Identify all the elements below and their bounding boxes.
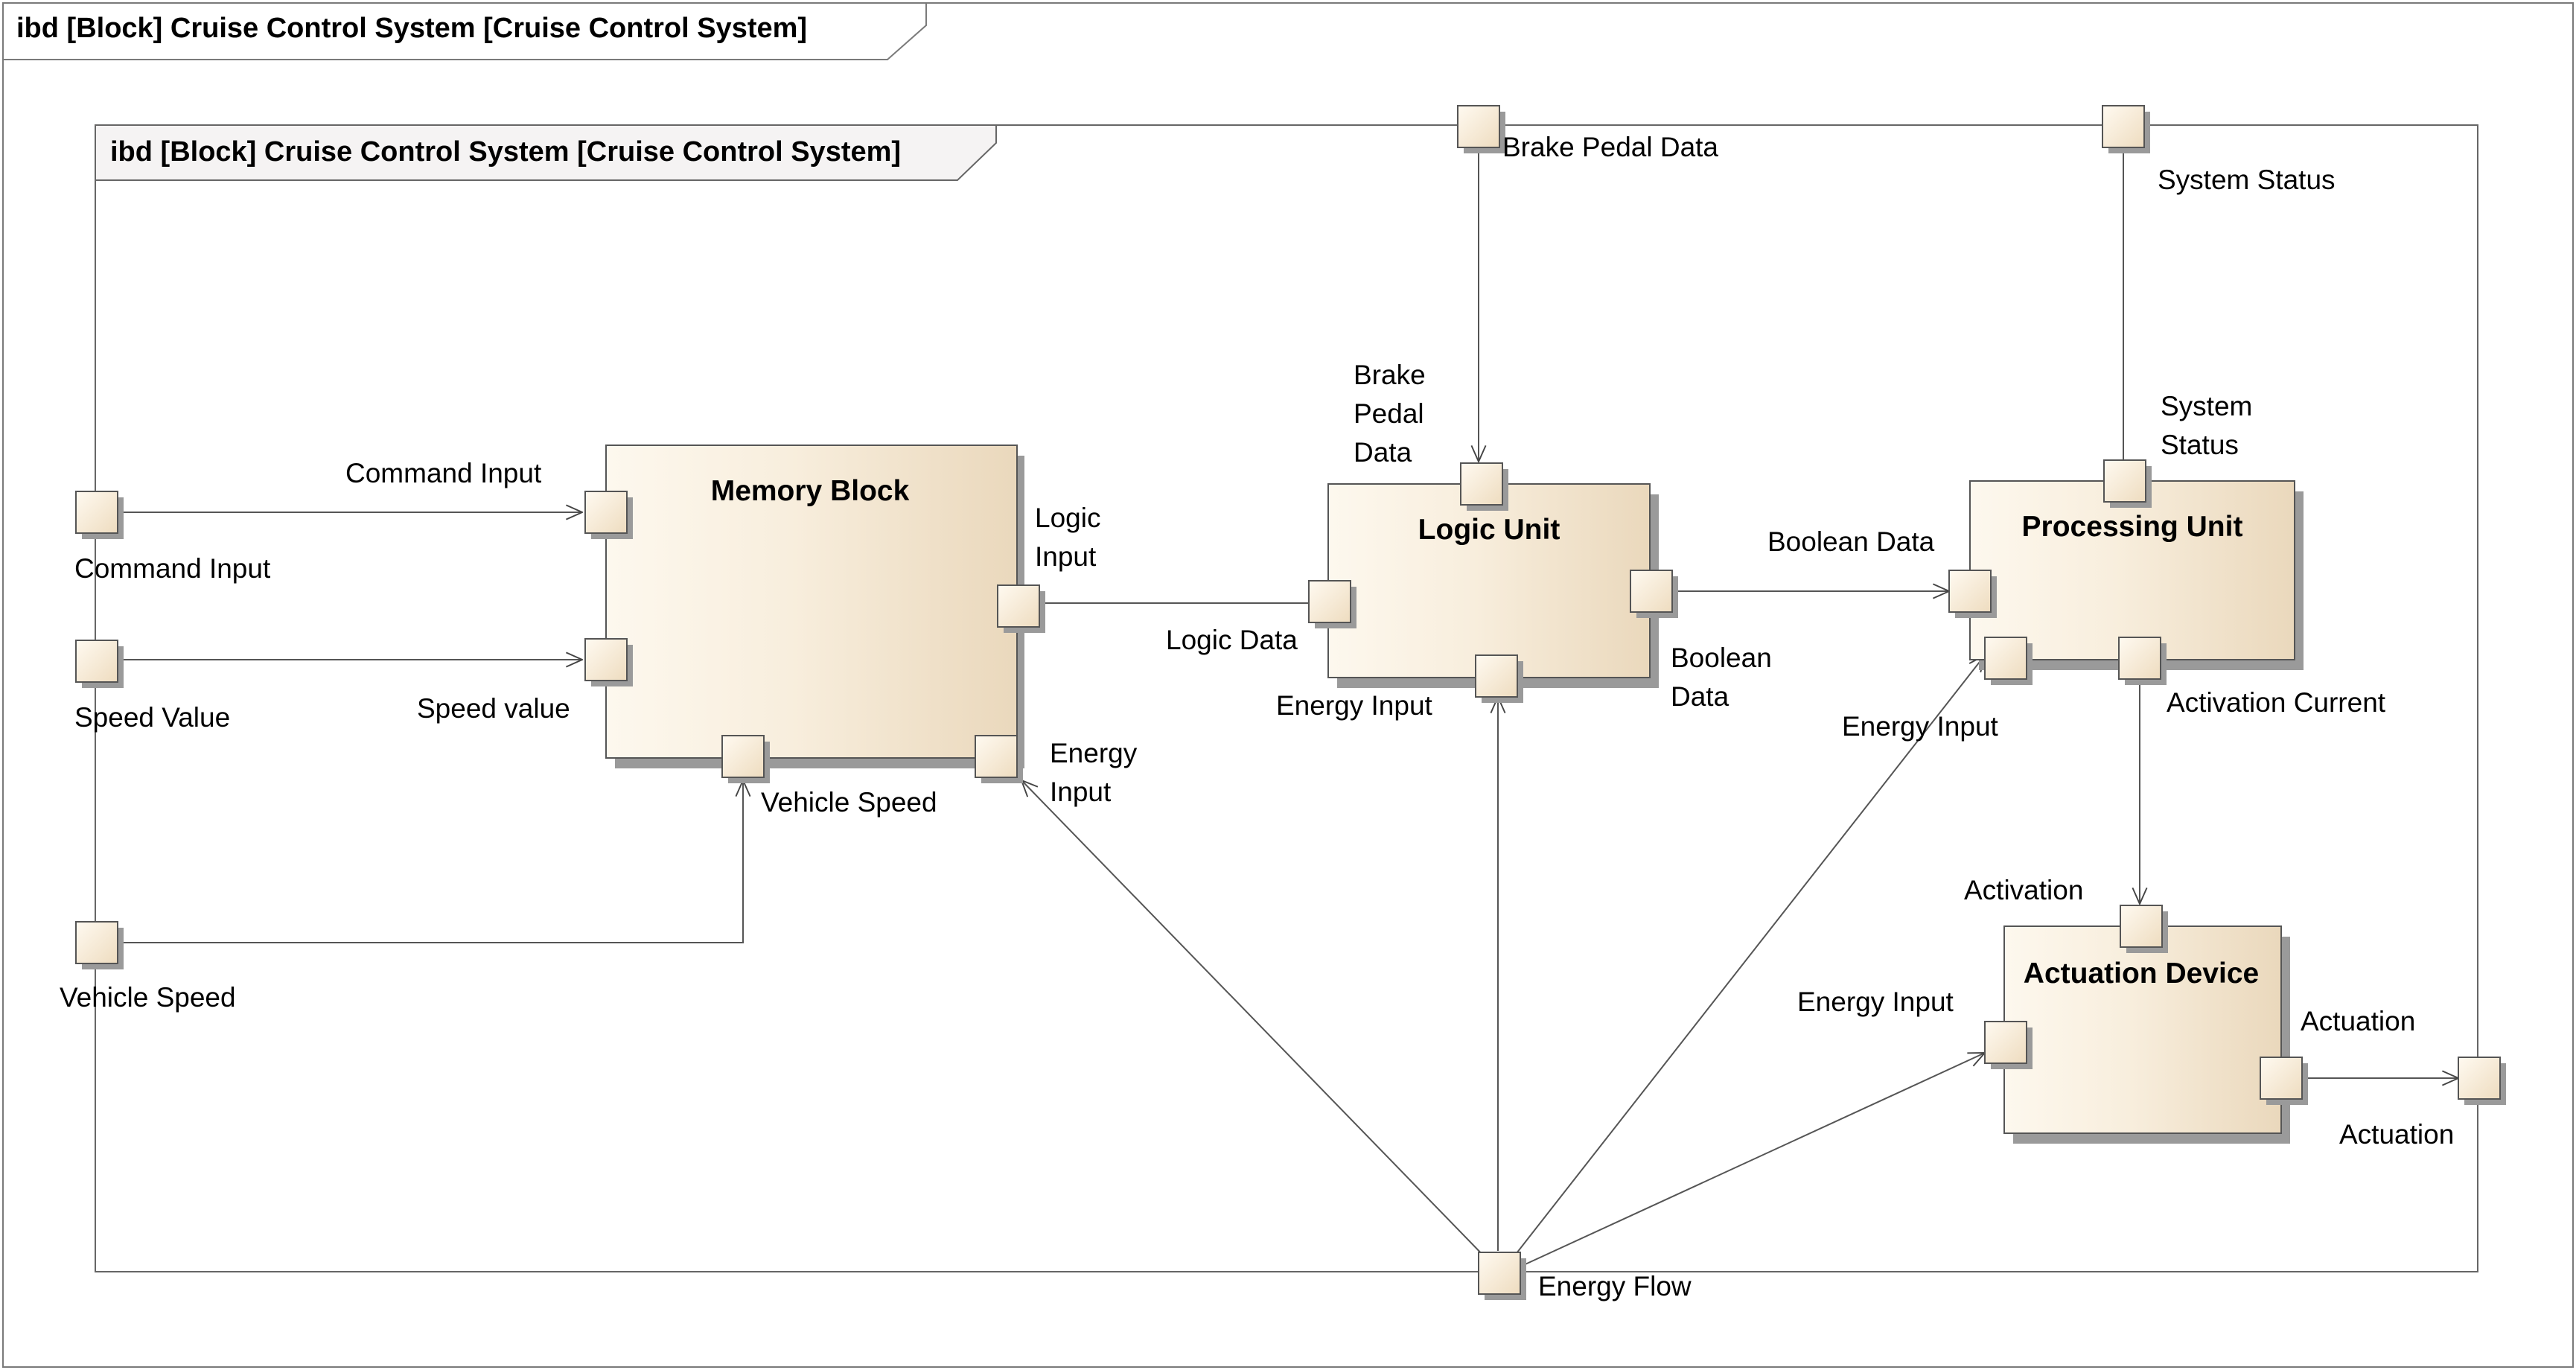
port-mem-energy-input[interactable]: [975, 735, 1023, 783]
port-label-mem-speed-value: Speed value: [417, 693, 570, 724]
port-label-act-activation: Activation: [1964, 875, 2083, 905]
port-proc-energy-input[interactable]: [1984, 637, 2033, 685]
boundary-port-energy-flow[interactable]: [1478, 1252, 1526, 1300]
port-act-actuation[interactable]: [2260, 1057, 2308, 1105]
inner-frame: [95, 124, 2478, 1272]
inner-frame-tab: [95, 124, 997, 181]
labels: Command Input Speed Value Vehicle Speed …: [60, 132, 2454, 1302]
port-act-activation[interactable]: [2120, 905, 2168, 953]
port-label-act-energy-input: Energy Input: [1797, 987, 1954, 1017]
port-logic-logic-data[interactable]: [1308, 580, 1356, 628]
port-label-logic-logic-data: Logic Data: [1166, 625, 1298, 655]
memory-block-title: Memory Block: [711, 475, 910, 507]
connectors: [119, 133, 2458, 1268]
port-label-logic-brake-pedal-data: Brake Pedal Data: [1354, 360, 1433, 468]
port-label-mem-energy-input: Energy Input: [1050, 738, 1145, 807]
port-act-energy-input[interactable]: [1984, 1021, 2033, 1069]
port-label-proc-energy-input: Energy Input: [1842, 711, 1999, 742]
memory-block[interactable]: Memory Block: [605, 445, 1024, 768]
port-logic-brake-pedal-data[interactable]: [1460, 462, 1508, 511]
outer-frame-title: ibd [Block] Cruise Control System [Cruis…: [16, 13, 807, 44]
port-proc-activation-current[interactable]: [2118, 637, 2167, 685]
port-mem-logic-input[interactable]: [997, 584, 1045, 633]
boundary-label-vehicle-speed: Vehicle Speed: [60, 982, 236, 1013]
port-logic-boolean-data[interactable]: [1630, 570, 1678, 618]
connector-energy-processing: [1511, 655, 1985, 1261]
port-proc-system-status[interactable]: [2103, 459, 2152, 508]
port-proc-boolean-data[interactable]: [1948, 570, 1997, 618]
actuation-device-block[interactable]: Actuation Device: [2003, 925, 2290, 1144]
boundary-label-actuation: Actuation: [2339, 1119, 2454, 1150]
port-label-proc-activation-current: Activation Current: [2167, 687, 2386, 718]
outer-frame-tab: [2, 2, 927, 60]
port-logic-energy-input[interactable]: [1475, 654, 1523, 703]
ports: [75, 105, 2506, 1300]
boundary-label-energy-flow: Energy Flow: [1538, 1271, 1692, 1302]
port-label-logic-boolean-data: Boolean Data: [1671, 643, 1779, 712]
port-mem-speed-value[interactable]: [584, 638, 633, 686]
port-label-logic-energy-input: Energy Input: [1276, 690, 1433, 721]
boundary-label-speed-value: Speed Value: [74, 702, 230, 733]
boundary-port-speed-value[interactable]: [75, 640, 124, 688]
port-label-mem-command-input: Command Input: [345, 458, 542, 488]
port-label-mem-logic-input: Logic Input: [1035, 503, 1109, 572]
processing-unit-title: Processing Unit: [2022, 511, 2243, 543]
boundary-label-system-status: System Status: [2158, 165, 2336, 195]
port-label-proc-system-status: System Status: [2161, 391, 2260, 460]
boundary-label-command-input: Command Input: [74, 553, 271, 584]
port-mem-vehicle-speed[interactable]: [721, 735, 770, 783]
inner-frame-title: ibd [Block] Cruise Control System [Cruis…: [110, 136, 901, 168]
port-label-mem-vehicle-speed: Vehicle Speed: [761, 787, 937, 818]
port-label-proc-boolean-data: Boolean Data: [1767, 526, 1935, 557]
actuation-device-title: Actuation Device: [2024, 958, 2259, 990]
boundary-label-brake-pedal-data: Brake Pedal Data: [1502, 132, 1718, 162]
connector-energy-actuation: [1518, 1053, 1985, 1268]
logic-unit-title: Logic Unit: [1418, 514, 1560, 546]
boundary-port-actuation[interactable]: [2458, 1057, 2506, 1105]
connector-vehicle-speed: [119, 780, 743, 943]
boundary-port-command-input[interactable]: [75, 491, 124, 539]
boundary-port-brake-pedal-data[interactable]: [1457, 105, 1505, 153]
port-mem-command-input[interactable]: [584, 491, 633, 539]
boundary-port-vehicle-speed[interactable]: [75, 921, 124, 969]
boundary-port-system-status[interactable]: [2102, 105, 2150, 153]
port-label-act-actuation: Actuation: [2301, 1006, 2415, 1036]
connector-energy-memory: [1021, 780, 1490, 1262]
